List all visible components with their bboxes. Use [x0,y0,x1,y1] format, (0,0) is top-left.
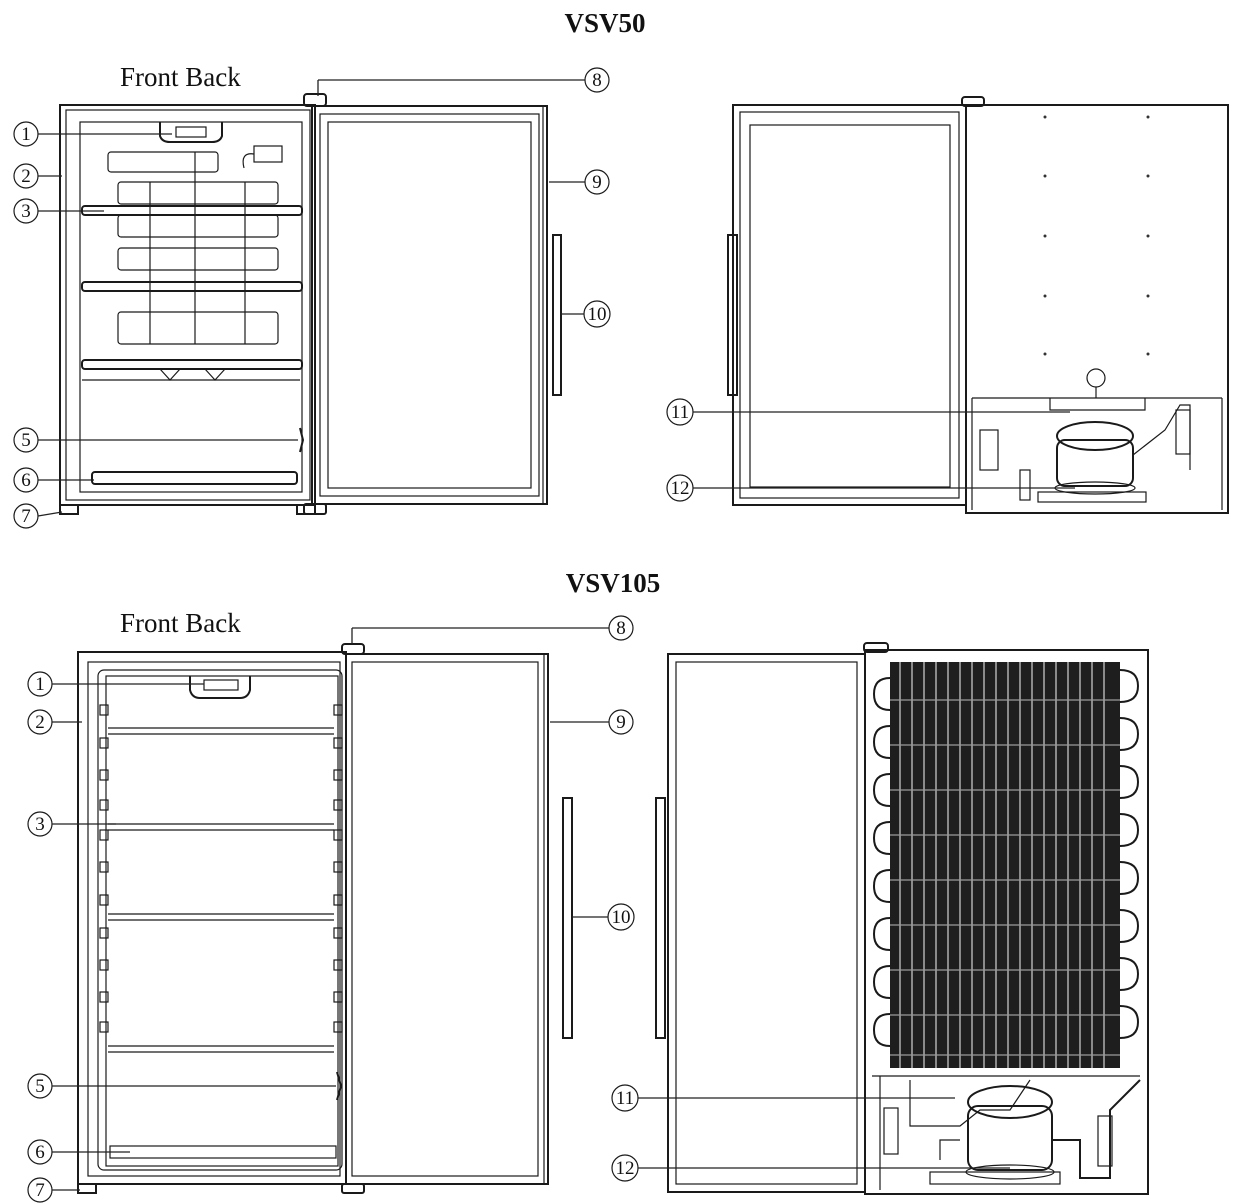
vsv50-shelf [81,205,303,216]
vsv105-back-handle [655,797,666,1039]
callout-7: 7 [27,1177,80,1203]
callout-5: 5 [27,1071,343,1101]
vsv50-front-view [59,93,562,515]
vsv105-control-panel [189,676,251,699]
svg-text:11: 11 [671,402,689,423]
callout-10: 10 [561,300,611,328]
vsv105-compressor [883,1079,1141,1185]
vsv105-handle [562,797,573,1039]
vsv50-cabinet [59,104,316,506]
svg-text:5: 5 [35,1076,45,1097]
callout-2: 2 [13,163,62,189]
vsv105-callouts: 1 2 3 5 6 7 8 [27,615,1010,1203]
vsv105-condenser-coil [872,662,1140,1068]
svg-text:8: 8 [592,70,602,91]
vsv105-back-view [655,642,1149,1195]
vsv105-top-hinge [341,643,365,655]
vsv105-door [345,653,549,1185]
callout-6: 6 [13,467,94,493]
callout-10: 10 [572,903,635,931]
vsv50-door [311,105,548,505]
callout-6: 6 [27,1139,130,1165]
vsv50-back-handle [727,234,738,396]
callout-3: 3 [27,811,116,837]
svg-text:7: 7 [21,506,31,527]
callout-7: 7 [13,503,63,529]
vsv50-compressor [979,398,1191,503]
vsv50-callouts: 1 2 3 5 6 7 8 [13,67,1075,529]
svg-text:12: 12 [616,1158,635,1179]
vsv50-bottom-tray [91,471,298,485]
callout-3: 3 [13,198,104,224]
svg-text:10: 10 [612,907,631,928]
svg-text:2: 2 [35,712,45,733]
callout-8: 8 [317,67,610,96]
callout-11: 11 [666,398,1070,426]
vsv105-shelf-supports [99,704,343,1033]
svg-text:10: 10 [588,304,607,325]
svg-text:9: 9 [616,712,626,733]
view-caption-vsv50: Front Back [120,62,241,92]
svg-text:8: 8 [616,618,626,639]
view-caption-vsv105: Front Back [120,608,241,638]
callout-12: 12 [666,474,1075,502]
callout-2: 2 [27,709,82,735]
vsv105-back-panel [864,649,1149,1195]
callout-5: 5 [13,427,305,453]
vsv105-back-door [667,653,866,1193]
svg-text:12: 12 [671,478,690,499]
callout-1: 1 [13,121,172,147]
vsv50-back-door [732,104,967,506]
callout-9: 9 [549,169,610,195]
svg-text:5: 5 [21,430,31,451]
vsv50-top-hinge [303,93,327,107]
callout-8: 8 [351,615,634,644]
svg-text:1: 1 [21,124,31,145]
callout-1: 1 [27,671,204,697]
svg-text:1: 1 [35,674,45,695]
vsv50-front-foot [59,504,79,515]
svg-text:3: 3 [21,201,31,222]
svg-text:3: 3 [35,814,45,835]
vsv50-handle [552,234,562,396]
callout-11: 11 [611,1084,955,1112]
callout-9: 9 [550,709,634,735]
svg-text:9: 9 [592,172,602,193]
vsv105-front-view [77,643,573,1194]
svg-text:11: 11 [616,1088,634,1109]
svg-text:6: 6 [21,470,31,491]
model-title-vsv105: VSV105 [566,568,661,598]
vsv50-back-view [727,96,1229,514]
vsv105-cabinet [77,651,347,1185]
model-title-vsv50: VSV50 [564,8,645,38]
vsv50-wine-racks [107,151,279,345]
svg-text:6: 6 [35,1142,45,1163]
vsv50-control-panel [159,122,223,143]
svg-text:2: 2 [21,166,31,187]
svg-text:7: 7 [35,1180,45,1201]
callout-12: 12 [611,1154,1010,1182]
vsv50-back-panel [965,104,1229,514]
